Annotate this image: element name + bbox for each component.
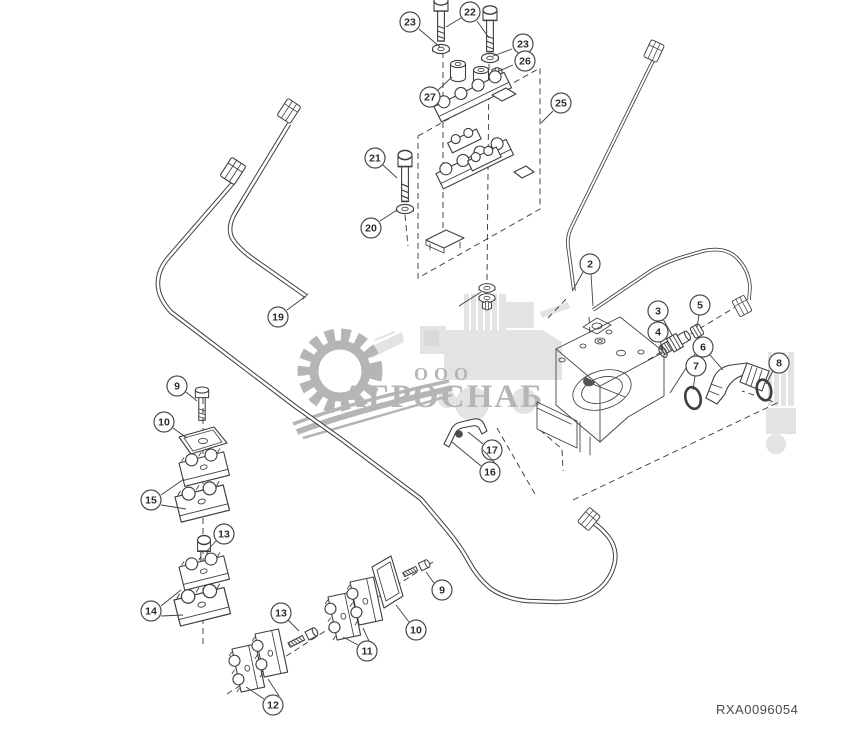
clamp-pair-11 bbox=[322, 576, 384, 642]
svg-text:4: 4 bbox=[655, 327, 661, 339]
svg-text:17: 17 bbox=[486, 445, 498, 457]
watermark-company-prefix: ООО bbox=[414, 364, 474, 384]
svg-text:2: 2 bbox=[587, 259, 593, 271]
svg-text:27: 27 bbox=[424, 92, 436, 104]
watermark-company-name: АГРОСНАБ bbox=[342, 379, 544, 415]
screw-9-lower bbox=[401, 558, 432, 579]
callout-3: 3 bbox=[647, 300, 673, 336]
callout-12: 12 bbox=[245, 678, 284, 716]
callout-23: 23 bbox=[399, 11, 441, 48]
callout-9: 9 bbox=[166, 375, 198, 402]
callout-2: 2 bbox=[572, 253, 601, 307]
callout-26: 26 bbox=[498, 50, 536, 72]
callout-9: 9 bbox=[425, 571, 453, 601]
svg-text:11: 11 bbox=[361, 646, 372, 658]
callout-4: 4 bbox=[647, 321, 669, 351]
watermark-gear-icon bbox=[292, 328, 453, 440]
watermark: ООО АГРОСНАБ bbox=[292, 294, 796, 454]
spacer-27 bbox=[449, 59, 467, 83]
callout-19: 19 bbox=[267, 295, 307, 328]
svg-text:20: 20 bbox=[365, 223, 377, 235]
tube-19-short bbox=[227, 97, 309, 300]
callout-15: 15 bbox=[140, 478, 187, 511]
o-ring-8 bbox=[755, 378, 773, 402]
clamp-pair-15 bbox=[172, 445, 231, 523]
clamp-16-17 bbox=[443, 418, 488, 448]
svg-text:14: 14 bbox=[145, 606, 157, 618]
svg-text:16: 16 bbox=[484, 467, 496, 479]
clamp-bar-assembly-25 bbox=[425, 70, 535, 254]
callout-20: 20 bbox=[360, 209, 398, 239]
svg-text:9: 9 bbox=[439, 585, 445, 597]
svg-text:7: 7 bbox=[693, 361, 699, 373]
svg-text:12: 12 bbox=[267, 700, 279, 712]
svg-text:21: 21 bbox=[369, 153, 381, 165]
svg-text:13: 13 bbox=[275, 608, 287, 620]
nut-5 bbox=[689, 323, 705, 339]
svg-text:5: 5 bbox=[697, 300, 703, 312]
svg-text:19: 19 bbox=[272, 312, 284, 324]
frame-plate-10-lower bbox=[371, 555, 404, 609]
bolt-22-left bbox=[433, 0, 449, 42]
plate-10-upper bbox=[178, 426, 228, 455]
callout-7: 7 bbox=[685, 355, 707, 391]
svg-text:6: 6 bbox=[700, 342, 706, 354]
valve-body bbox=[536, 316, 665, 456]
svg-text:10: 10 bbox=[410, 625, 422, 637]
washer-20 bbox=[395, 203, 415, 215]
clamp-pair-12 bbox=[226, 628, 289, 694]
callout-5: 5 bbox=[689, 294, 711, 328]
fitting-3 bbox=[659, 330, 692, 355]
svg-text:23: 23 bbox=[517, 39, 529, 51]
callout-22: 22 bbox=[445, 1, 490, 39]
svg-text:15: 15 bbox=[145, 495, 157, 507]
svg-text:3: 3 bbox=[655, 306, 661, 318]
svg-text:22: 22 bbox=[464, 7, 476, 19]
o-ring-7 bbox=[683, 385, 703, 411]
svg-text:13: 13 bbox=[218, 529, 230, 541]
callout-13: 13 bbox=[270, 602, 300, 632]
callout-16: 16 bbox=[451, 441, 501, 483]
tube-19-long bbox=[155, 156, 618, 605]
callout-13: 13 bbox=[205, 523, 235, 553]
washer-23-left bbox=[431, 43, 451, 55]
callout-14: 14 bbox=[140, 589, 184, 622]
washer-nut-stack bbox=[458, 283, 496, 311]
callout-25: 25 bbox=[540, 92, 572, 124]
drawing-number: RXA0096054 bbox=[716, 702, 798, 717]
callout-27: 27 bbox=[419, 76, 453, 108]
callout-11: 11 bbox=[342, 627, 378, 662]
bolt-21 bbox=[397, 149, 413, 203]
bolt-22-right bbox=[482, 5, 498, 53]
svg-text:8: 8 bbox=[776, 358, 782, 370]
svg-text:9: 9 bbox=[174, 381, 180, 393]
callout-17: 17 bbox=[467, 431, 503, 461]
svg-text:26: 26 bbox=[519, 56, 531, 68]
callout-10: 10 bbox=[395, 604, 427, 641]
pipe-2 bbox=[566, 39, 753, 318]
elbow-fitting-6 bbox=[705, 362, 770, 405]
callout-10: 10 bbox=[153, 411, 188, 439]
svg-text:25: 25 bbox=[555, 98, 567, 110]
callout-21: 21 bbox=[364, 147, 398, 179]
bolt-9-upper bbox=[194, 386, 210, 421]
svg-text:10: 10 bbox=[158, 417, 170, 429]
svg-text:23: 23 bbox=[404, 17, 416, 29]
callout-8: 8 bbox=[765, 352, 790, 385]
seal-4 bbox=[658, 346, 668, 358]
